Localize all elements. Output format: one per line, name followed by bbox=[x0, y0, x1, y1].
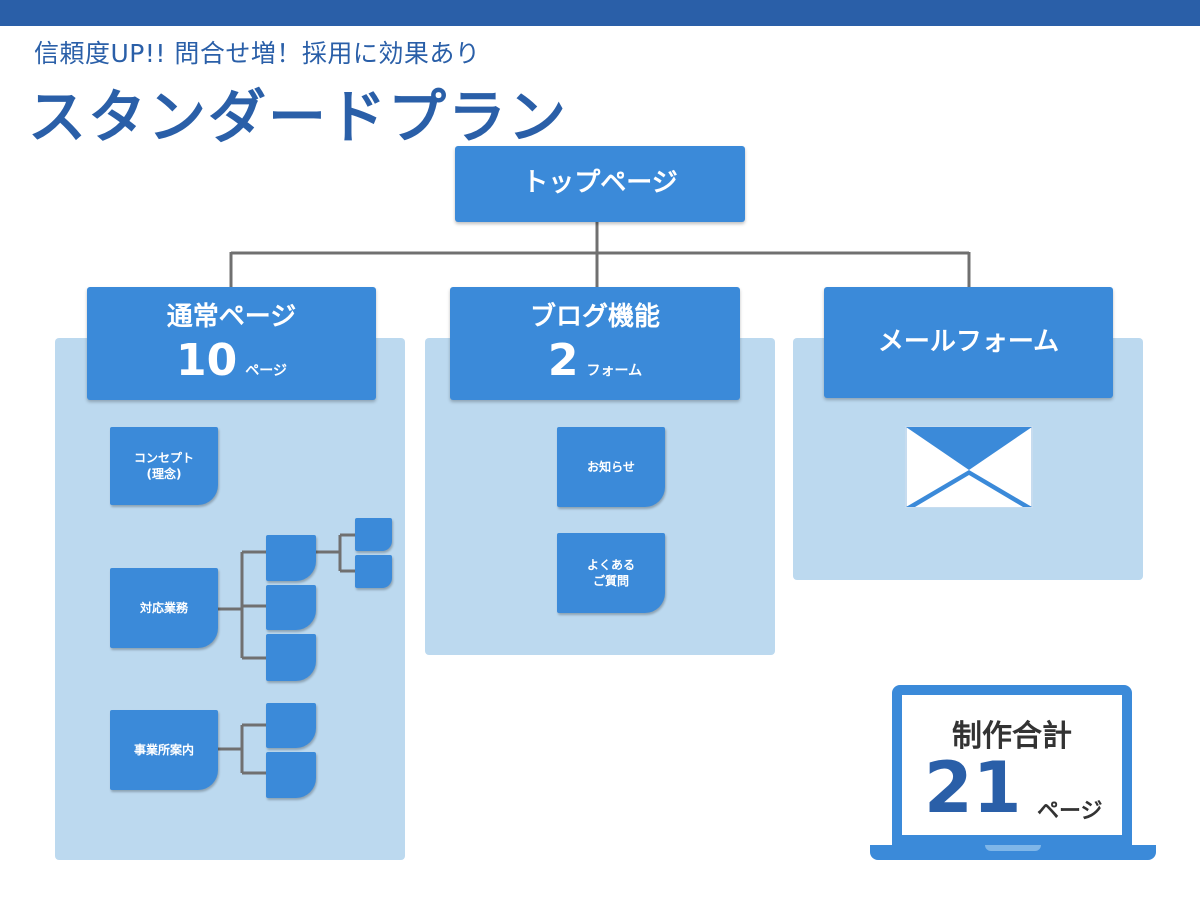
office-page-label: 事業所案内 bbox=[133, 742, 194, 757]
top-page-label: トップページ bbox=[522, 168, 678, 199]
regular-pages-count-row: 10 ページ bbox=[176, 334, 287, 386]
services-page: 対応業務 bbox=[110, 568, 218, 648]
blog-count-row: 2 フォーム bbox=[547, 334, 643, 386]
sub-page bbox=[266, 703, 316, 748]
blog-unit: フォーム bbox=[586, 362, 643, 379]
sub-page bbox=[266, 752, 316, 798]
sub-page bbox=[266, 634, 316, 681]
blog-box: ブログ機能 2 フォーム bbox=[450, 287, 740, 400]
mail-envelope-icon bbox=[905, 426, 1033, 508]
mail-form-title: メールフォーム bbox=[877, 326, 1060, 357]
regular-pages-unit: ページ bbox=[245, 362, 287, 379]
news-page-label: お知らせ bbox=[587, 459, 635, 474]
laptop-screen: 制作合計 21 ページ bbox=[902, 695, 1122, 835]
laptop-notch bbox=[985, 845, 1041, 851]
total-count: 21 bbox=[924, 747, 1022, 829]
blog-count: 2 bbox=[547, 334, 579, 386]
plan-title: スタンダードプラン bbox=[28, 83, 569, 151]
laptop-base bbox=[870, 845, 1156, 860]
regular-pages-box: 通常ページ 10 ページ bbox=[87, 287, 376, 400]
mail-form-box: メールフォーム bbox=[824, 287, 1113, 398]
total-unit: ページ bbox=[1037, 799, 1103, 824]
services-page-label: 対応業務 bbox=[139, 600, 188, 615]
blog-title: ブログ機能 bbox=[529, 301, 660, 332]
plan-subtitle: 信頼度UP!! 問合せ増！採用に効果あり bbox=[34, 39, 481, 68]
top-banner bbox=[0, 0, 1200, 26]
news-page: お知らせ bbox=[557, 427, 665, 507]
faq-page-label: よくある ご質問 bbox=[586, 557, 635, 588]
regular-pages-count: 10 bbox=[176, 334, 238, 386]
faq-page: よくある ご質問 bbox=[557, 533, 665, 613]
sub-sub-page bbox=[355, 555, 392, 588]
top-page-box: トップページ bbox=[455, 146, 745, 222]
sub-sub-page bbox=[355, 518, 392, 551]
sub-page bbox=[266, 585, 316, 630]
laptop-icon: 制作合計 21 ページ bbox=[892, 685, 1132, 845]
office-page: 事業所案内 bbox=[110, 710, 218, 790]
sub-page bbox=[266, 535, 316, 581]
total-label: 制作合計 bbox=[952, 719, 1072, 754]
concept-page: コンセプト (理念) bbox=[110, 427, 218, 505]
regular-pages-title: 通常ページ bbox=[166, 301, 297, 332]
concept-page-label: コンセプト (理念) bbox=[133, 450, 194, 481]
